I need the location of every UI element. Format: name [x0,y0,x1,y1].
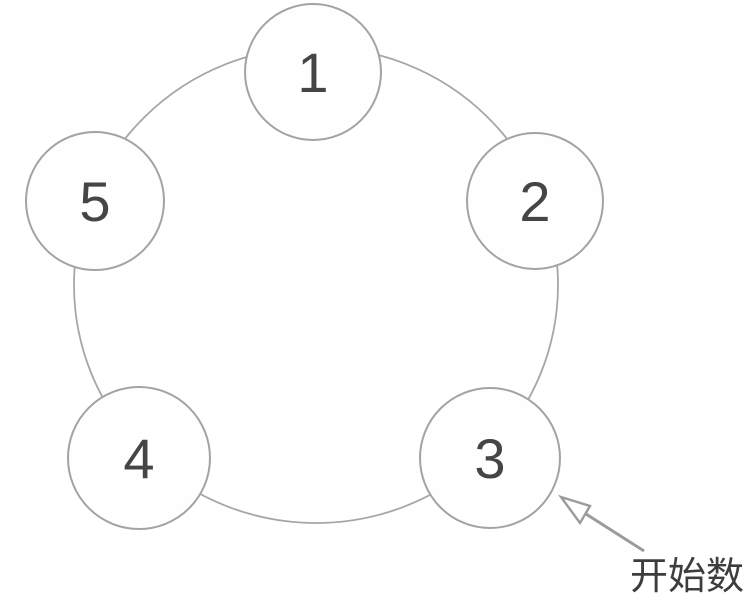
node-3: 3 [419,387,561,529]
node-label: 5 [79,170,110,233]
node-circle [419,387,561,529]
node-circle [25,131,165,271]
node-circle [466,132,604,270]
node-circle [244,3,382,141]
node-5: 5 [25,131,165,271]
node-label: 4 [123,427,154,490]
annotation-arrow [557,494,645,553]
node-circle [67,386,211,530]
annotation-arrowhead-icon [557,494,592,526]
node-2: 2 [466,132,604,270]
node-1: 1 [244,3,382,141]
node-label: 3 [474,427,505,490]
annotation-label: 开始数 [630,556,744,598]
node-4: 4 [67,386,211,530]
annotation-arrow-line [585,512,645,553]
node-label: 2 [519,170,550,233]
node-label: 1 [297,41,328,104]
